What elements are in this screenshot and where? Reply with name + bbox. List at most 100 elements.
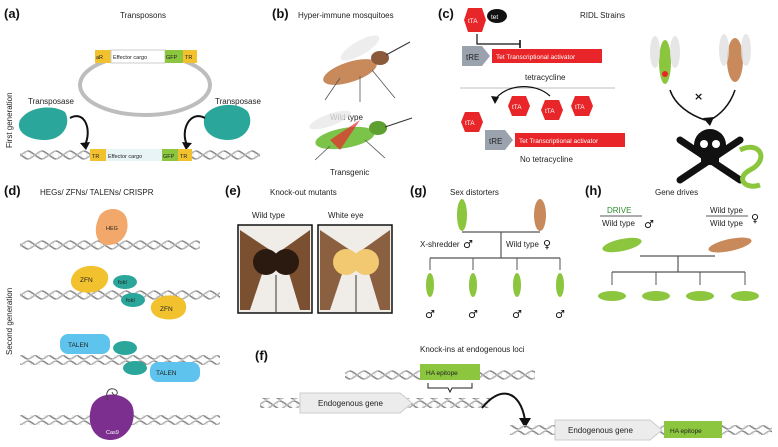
no-tetracycline-label: No tetracycline	[520, 155, 573, 164]
second-generation-label: Second generation	[5, 288, 14, 355]
tetracycline-label: tetracycline	[525, 73, 566, 82]
plasmid-gfp-block	[165, 50, 183, 63]
panel-f-letter: (f)	[255, 348, 268, 363]
wild-eye-left	[253, 249, 279, 275]
tta-2-label: tTA	[545, 108, 555, 115]
panel-a-title: Transposons	[120, 11, 166, 20]
panel-c: (c) RIDL Strains tTA tet tRE Tet Transcr…	[438, 6, 764, 189]
talen-protein-top	[60, 334, 110, 354]
talen-foki-top	[113, 341, 137, 355]
result-gene-label: Endogenous gene	[568, 426, 634, 435]
tet-label: tet	[491, 14, 498, 21]
h-offspring-2	[642, 272, 670, 301]
heg-label: HEG	[106, 226, 118, 232]
white-eye-right	[353, 249, 379, 275]
tta-protein-top	[464, 8, 486, 32]
h-offspring-3	[686, 272, 714, 301]
panel-f: (f) Knock-ins at endogenous loci HA epit…	[255, 345, 772, 441]
panel-e-white-label: White eye	[328, 211, 364, 220]
g-offspring-2	[469, 258, 477, 297]
panel-b: (b) Hyper-immune mosquitoes Wild type Tr…	[272, 6, 413, 177]
h-drive-wild-label: Wild type	[602, 219, 635, 228]
endogenous-gene-label: Endogenous gene	[318, 399, 384, 408]
tta-protein-1	[508, 96, 530, 116]
dead-larva	[738, 144, 764, 189]
h-wild-top-label: Wild type	[710, 206, 743, 215]
h-offspring-4	[731, 272, 759, 301]
panel-a: (a) Transposons aR Effector cargo GFP TR…	[4, 6, 262, 161]
panel-e-title: Knock-out mutants	[270, 188, 337, 197]
h-parent-drive-male	[602, 237, 642, 253]
transposase-left-label: Transposase	[28, 97, 75, 106]
panel-f-title: Knock-ins at endogenous loci	[420, 345, 525, 354]
h-drive-symbol: ♂	[644, 218, 654, 231]
h-drive-label: DRIVE	[607, 206, 631, 215]
panel-b-transgenic-label: Transgenic	[330, 168, 369, 177]
guide-rna	[106, 388, 118, 401]
wild-eye-right	[273, 249, 299, 275]
transposase-right-blob	[203, 104, 251, 140]
tre-top-label: tRE	[466, 53, 479, 62]
g-parent-male	[457, 199, 467, 231]
tre-promoter-top	[462, 46, 490, 66]
cas9-protein	[89, 394, 134, 440]
feedback-arrow	[494, 86, 551, 101]
tet-molecule	[487, 9, 507, 23]
g-offspring-2-sex: ♂	[468, 308, 478, 321]
g-offspring-3	[513, 258, 521, 297]
plasmid-tr-block	[183, 50, 197, 63]
panel-g-letter: (g)	[410, 183, 427, 198]
activator-top-label: Tet Transcriptional activator	[496, 54, 576, 61]
zfn-top-label: ZFN	[80, 277, 93, 284]
foki-top	[113, 275, 137, 289]
cross-line-right	[709, 89, 736, 121]
zfn-protein-bottom	[150, 295, 187, 320]
panel-h: (h) Gene drives DRIVE Wild type ♂ Wild t…	[585, 183, 759, 301]
transposase-left-blob	[18, 107, 68, 140]
tta-top-label: tTA	[468, 18, 478, 25]
panel-c-letter: (c)	[438, 6, 454, 21]
h-parent-wild-female	[708, 237, 752, 253]
foki-top-label: fokI	[118, 280, 127, 286]
panel-e: (e) Knock-out mutants Wild type White ey…	[225, 183, 393, 314]
panel-g-title: Sex distorters	[450, 188, 499, 197]
foki-bottom	[121, 293, 145, 307]
panel-b-letter: (b)	[272, 6, 289, 21]
result-gene-arrow	[554, 419, 663, 441]
g-offspring-1-sex: ♂	[425, 308, 435, 321]
genome-tr1-block	[90, 149, 106, 161]
panel-d-title: HEGs/ ZFNs/ TALENs/ CRISPR	[40, 188, 154, 197]
endogenous-gene-arrow	[299, 392, 413, 414]
g-parent-female	[534, 199, 546, 231]
plasmid-tr-label: TR	[185, 55, 192, 61]
zfn-protein-top	[70, 265, 109, 293]
result-ha-label: HA epitope	[670, 428, 702, 435]
h-wild-symbol: ♀	[751, 212, 759, 225]
g-offspring-4-sex: ♂	[555, 308, 565, 321]
dna-heg	[20, 240, 200, 250]
activator-bottom-label: Tet Transcriptional activator	[519, 138, 599, 145]
genome-cargo-label: Effector cargo	[108, 154, 142, 160]
result-ha-block	[664, 421, 722, 438]
left-arrowhead	[80, 142, 90, 150]
talen-bottom-label: TALEN	[156, 370, 177, 377]
tta-1-label: tTA	[512, 104, 522, 111]
foki-bottom-label: fokI	[126, 298, 135, 304]
cas9-label: Cas9	[106, 430, 119, 436]
g-wild-symbol: ♀	[543, 238, 551, 251]
donor-ha-label: HA epitope	[426, 370, 458, 377]
tta-protein-2	[541, 100, 563, 120]
donor-ha-block	[420, 364, 480, 380]
tta-protein-3	[571, 96, 593, 116]
genome-gfp-label: GFP	[163, 154, 175, 160]
plasmid-cargo-label: Effector cargo	[113, 55, 147, 61]
knockin-arrow	[481, 392, 526, 421]
white-eye-left	[333, 249, 359, 275]
cross-symbol: ×	[694, 90, 703, 103]
panel-a-letter: (a)	[4, 6, 20, 21]
plasmid-ar-block	[95, 50, 111, 63]
zfn-bottom-label: ZFN	[160, 306, 173, 313]
repression-line	[476, 34, 520, 45]
g-offspring-3-sex: ♂	[512, 308, 522, 321]
